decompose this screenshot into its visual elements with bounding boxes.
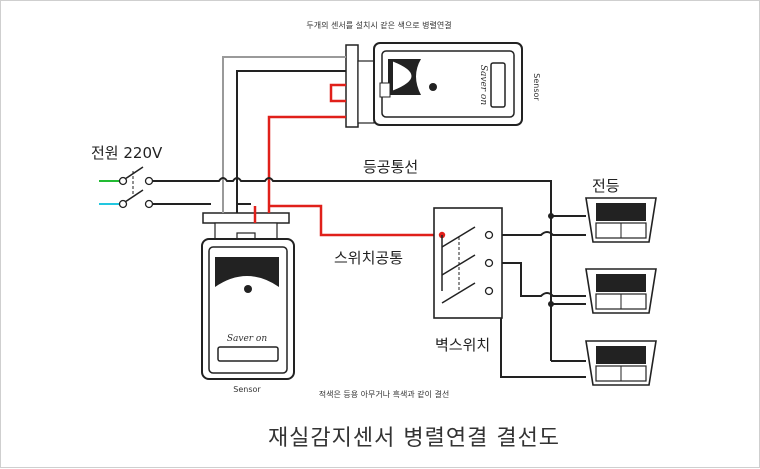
lamp-2 — [585, 268, 657, 314]
power-label: 전원 220V — [91, 144, 163, 162]
top-sensor-terminal-block — [345, 44, 359, 128]
gray-wire — [222, 56, 346, 213]
diagram-title: 재실감지센서 병렬연결 결선도 — [268, 426, 560, 451]
lamp-common-label: 등공통선 — [363, 158, 418, 176]
wall-switch — [433, 207, 503, 319]
red-jumper — [329, 83, 346, 103]
bottom-note: 적색은 등용 아무거나 흑색과 같이 결선 — [319, 389, 449, 399]
red-wire-top — [267, 115, 346, 213]
lamp-label: 전등 — [592, 177, 620, 195]
power-switch-blade-1 — [124, 166, 144, 180]
power-switch-blade-2 — [124, 189, 144, 203]
switch-out-1 — [491, 231, 586, 236]
top-sensor-label: Sensor — [532, 73, 541, 101]
lamp-1 — [585, 197, 657, 243]
bottom-sensor: Saver on Sensor — [201, 212, 295, 394]
bottom-sensor-label: Sensor — [233, 385, 261, 394]
switch-common-label: 스위치공통 — [334, 249, 403, 267]
bottom-sensor-terminal-block — [202, 212, 290, 224]
red-wire-switch-common — [253, 204, 441, 237]
wall-switch-label: 벽스위치 — [435, 336, 490, 354]
switch-out-2 — [491, 262, 586, 297]
lamp-common-wire — [152, 177, 552, 361]
top-sensor: Saver on Sensor — [345, 42, 541, 128]
black-wire-top — [236, 70, 346, 213]
top-sensor-brand: Saver on — [478, 65, 488, 106]
bottom-sensor-brand: Saver on — [227, 334, 268, 344]
lamp-3 — [585, 340, 657, 386]
top-note: 두개의 센서를 설치시 같은 색으로 병렬연결 — [306, 20, 451, 30]
